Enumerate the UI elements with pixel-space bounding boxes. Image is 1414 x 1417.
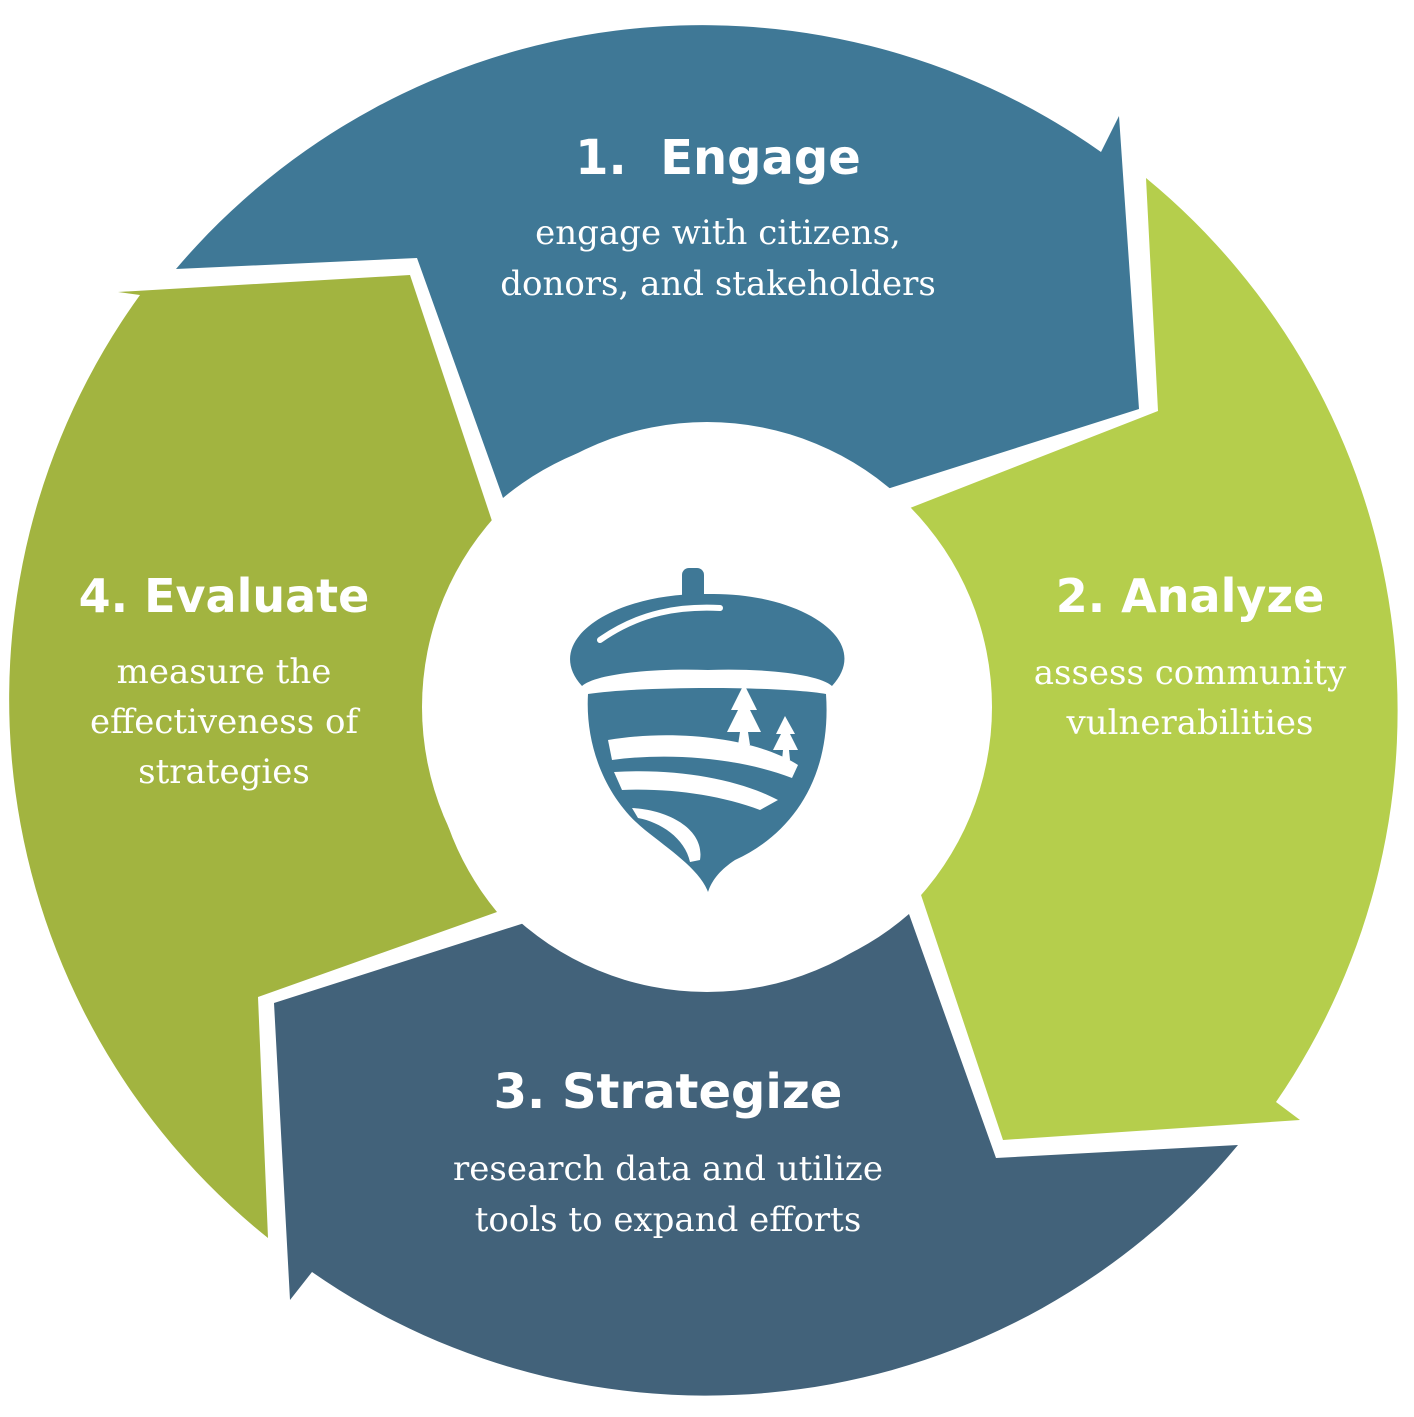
analyze-segment xyxy=(910,178,1398,1140)
evaluate-segment xyxy=(9,275,501,1238)
strategize-desc-line-1: research data and utilize xyxy=(453,1149,883,1189)
analyze-desc-line-2: vulnerabilities xyxy=(1065,703,1313,743)
evaluate-title: 4. Evaluate xyxy=(79,569,370,623)
strategize-title: 3. Strategize xyxy=(494,1064,843,1120)
analyze-desc-line-1: assess community xyxy=(1034,653,1347,693)
engage-desc-line-2: donors, and stakeholders xyxy=(500,264,936,304)
engage-desc-line-1: engage with citizens, xyxy=(535,213,901,253)
strategize-desc-line-2: tools to expand efforts xyxy=(475,1200,862,1240)
analyze-title: 2. Analyze xyxy=(1056,569,1325,623)
evaluate-desc-line-2: effectiveness of xyxy=(90,702,360,742)
acorn-landscape-icon xyxy=(570,568,845,892)
engage-segment xyxy=(176,25,1139,498)
strategize-segment xyxy=(274,914,1238,1396)
engage-title: 1. Engage xyxy=(575,130,861,186)
evaluate-desc-line-1: measure the xyxy=(117,652,332,692)
evaluate-desc-line-3: strategies xyxy=(138,752,310,792)
